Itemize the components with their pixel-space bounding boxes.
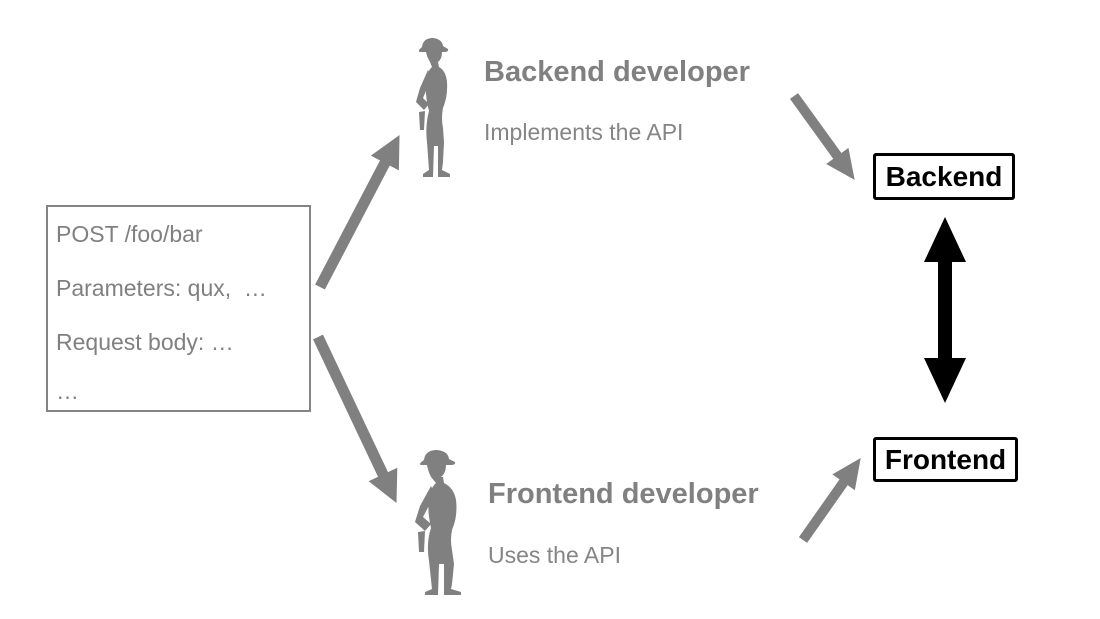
backend-developer-subtitle: Implements the API	[484, 119, 684, 145]
arrow-backend-developer-to-backend	[789, 93, 855, 180]
api-spec-box: POST /foo/bar Parameters: qux, … Request…	[46, 205, 311, 412]
arrow-spec-to-frontend-developer	[313, 334, 398, 504]
frontend-developer-title: Frontend developer	[488, 478, 759, 510]
api-spec-line: Request body: …	[56, 328, 234, 355]
frontend-developer-subtitle: Uses the API	[488, 542, 621, 568]
backend-developer-title: Backend developer	[484, 56, 750, 88]
arrow-frontend-developer-to-frontend	[798, 458, 861, 543]
backend-node: Backend	[873, 153, 1015, 200]
frontend-node: Frontend	[873, 437, 1018, 482]
arrow-spec-to-backend-developer	[315, 135, 400, 290]
frontend-developer-icon	[415, 450, 461, 595]
backend-developer-icon	[416, 38, 450, 177]
api-spec-line: …	[56, 378, 79, 404]
api-spec-line: POST /foo/bar	[56, 220, 203, 247]
api-spec-line: Parameters: qux, …	[56, 274, 267, 301]
double-arrow-backend-frontend	[924, 217, 966, 403]
